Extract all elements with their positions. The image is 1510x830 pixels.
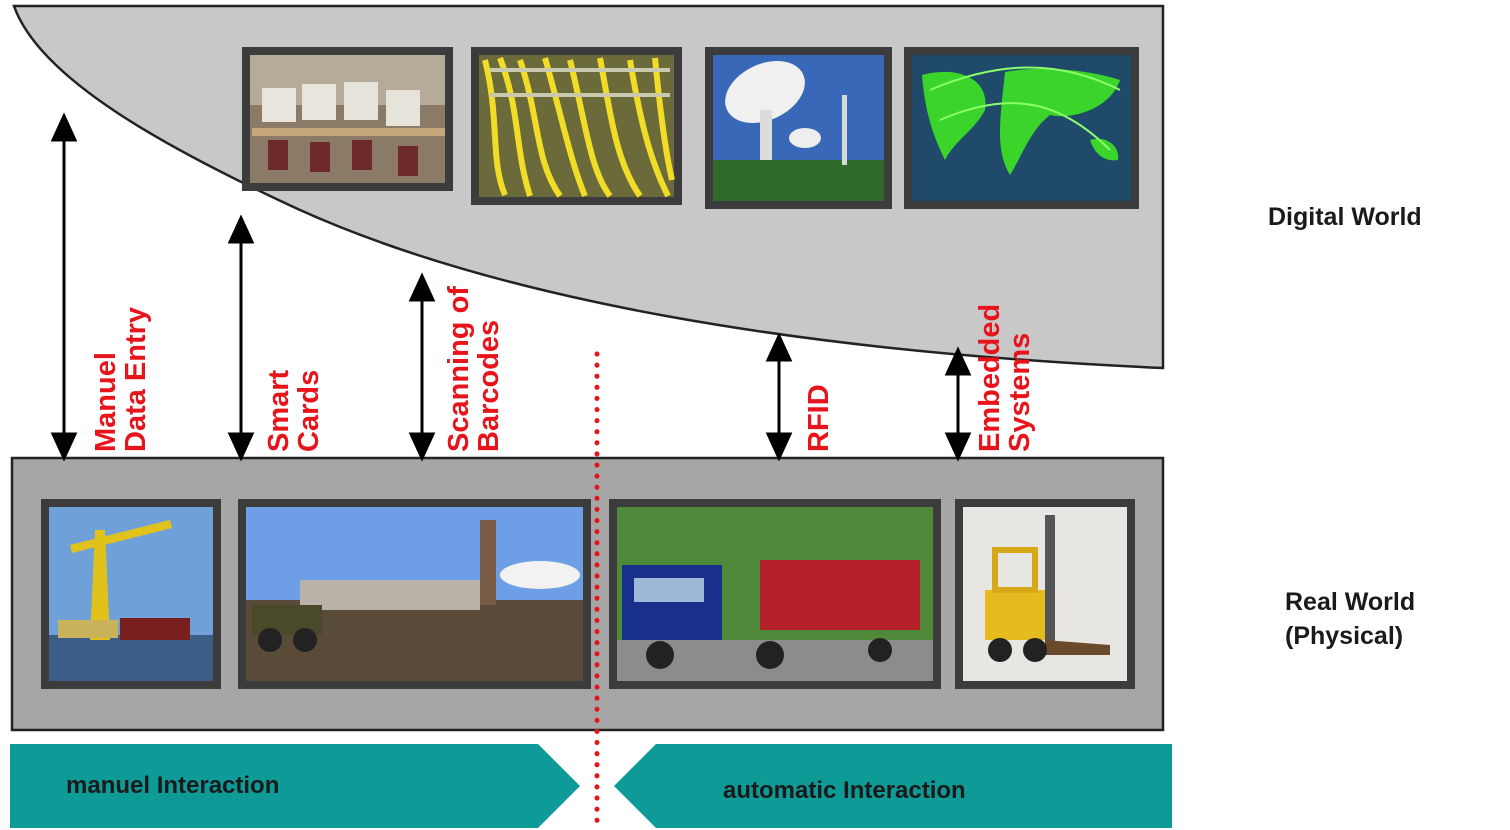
method-label-rfid: RFID xyxy=(803,384,835,452)
interaction-arrows xyxy=(50,112,972,462)
method-label-line: Smart xyxy=(263,369,295,452)
method-label-line: Data Entry xyxy=(120,306,152,452)
arrow-manual-entry-head-bottom xyxy=(50,432,78,462)
photo-forklift xyxy=(955,499,1135,689)
arrow-rfid-head-bottom xyxy=(765,432,793,462)
method-label-line: Cards xyxy=(293,369,325,452)
method-label-line: Barcodes xyxy=(473,319,505,452)
photo-factory xyxy=(238,499,591,689)
photo-satellite-dish xyxy=(705,47,892,209)
photo-harbor-crane xyxy=(41,499,221,689)
method-label-smart-cards: Smart Cards xyxy=(263,369,325,452)
arrow-barcodes-head-bottom xyxy=(408,432,436,462)
method-label-embedded-systems: Embedded Systems xyxy=(974,303,1036,452)
method-label-scanning-barcodes: Scanning of Barcodes xyxy=(443,286,505,452)
photo-computer-lab xyxy=(242,47,453,191)
arrow-smart-cards-head-top xyxy=(227,214,255,244)
real-world-label-line1: Real World xyxy=(1285,588,1416,616)
method-label-line: Systems xyxy=(1004,332,1036,452)
automatic-interaction-label: automatic Interaction xyxy=(723,777,966,804)
method-label-manual-data-entry: Manuel Data Entry xyxy=(90,306,152,452)
digital-world-label: Digital World xyxy=(1268,203,1422,231)
real-world-label: Real World (Physical) xyxy=(1285,585,1415,653)
method-label-line: RFID xyxy=(803,384,835,452)
method-label-line: Scanning of xyxy=(443,286,475,452)
photo-network-cables xyxy=(471,47,682,205)
method-label-line: Manuel xyxy=(90,352,122,452)
method-label-line: Embedded xyxy=(974,303,1006,452)
arrow-smart-cards-head-bottom xyxy=(227,432,255,462)
manual-interaction-label: manuel Interaction xyxy=(66,772,280,799)
arrow-rfid-head-top xyxy=(765,332,793,362)
arrow-embedded-head-bottom xyxy=(944,432,972,462)
manual-interaction-band xyxy=(10,744,580,828)
arrow-manual-entry-head-top xyxy=(50,112,78,142)
automatic-interaction-band xyxy=(614,744,1172,828)
photo-truck xyxy=(609,499,941,689)
real-world-label-line2: (Physical) xyxy=(1285,622,1404,650)
photo-world-map xyxy=(904,47,1139,209)
arrow-embedded-head-top xyxy=(944,346,972,376)
arrow-barcodes-head-top xyxy=(408,272,436,302)
